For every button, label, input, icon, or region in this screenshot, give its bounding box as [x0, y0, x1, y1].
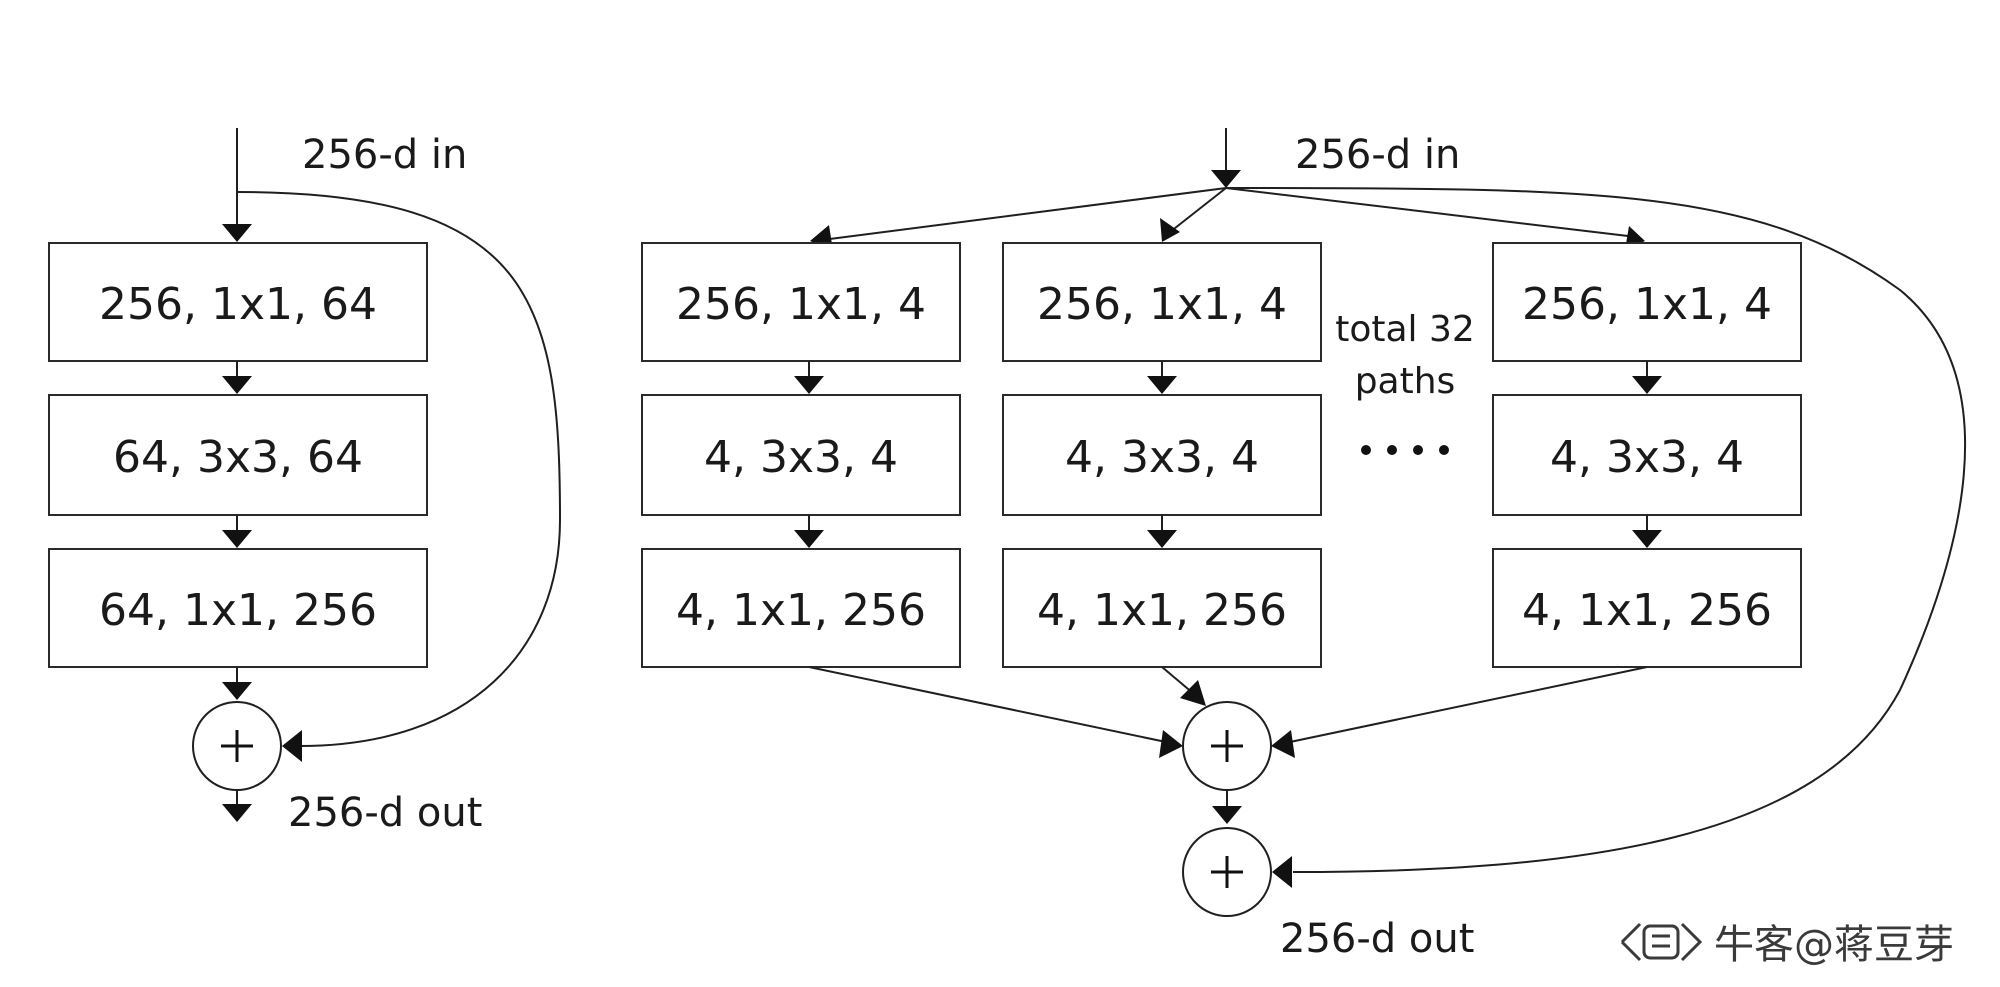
paths-note-line-1: total 32 [1335, 309, 1475, 350]
paths-note-line-2: paths [1355, 361, 1456, 402]
path-2: 256, 1x1, 4 4, 3x3, 4 4, 1x1, 256 [1002, 242, 1322, 706]
path-2-layer-1-label: 256, 1x1, 4 [1037, 279, 1287, 330]
left-layer-3-label: 64, 1x1, 256 [99, 585, 377, 636]
left-sum-node [192, 701, 282, 791]
left-shortcut-path [236, 191, 562, 747]
watermark-text: 牛客@蒋豆芽 [1714, 922, 1954, 968]
path-2-arrowhead-1-2 [1147, 376, 1177, 394]
left-output-arrowhead [222, 804, 252, 822]
fanout-line-path-2 [1169, 187, 1227, 233]
right-residual-sum-node [1182, 827, 1272, 917]
right-aggregate-sum-node [1182, 701, 1272, 791]
fanout-arrowhead-path-2 [1160, 218, 1180, 242]
path-3-layer-1-label: 256, 1x1, 4 [1522, 279, 1772, 330]
right-output-label: 256-d out [1280, 916, 1474, 962]
nowcoder-logo-icon [1620, 922, 1703, 962]
resnext-block: 256-d in 256, 1x1, 4 4, 3x3, 4 4, 1x1, 2… [641, 128, 1966, 962]
path-1-arrowhead-1-2 [794, 376, 824, 394]
left-layer-1-box [48, 242, 428, 362]
path-1-layer-1-box [641, 242, 961, 362]
fanout-line-path-1 [821, 187, 1227, 241]
right-sum-to-sum-arrowhead [1212, 806, 1242, 824]
path-2-layer-2-label: 4, 3x3, 4 [1065, 432, 1259, 483]
path-1-layer-3-box [641, 548, 961, 668]
left-shortcut-arrowhead [282, 730, 302, 762]
path-1-merge-line [808, 666, 1167, 743]
path-1-layer-2-label: 4, 3x3, 4 [704, 432, 898, 483]
path-3-layer-3-label: 4, 1x1, 256 [1522, 585, 1772, 636]
path-3-merge-arrowhead [1271, 730, 1295, 758]
left-layer-2-box [48, 394, 428, 516]
path-1-merge-arrowhead [1159, 730, 1183, 758]
resnet-block: 256-d in 256, 1x1, 64 64, 3x3, 64 64, 1x… [48, 128, 562, 836]
left-arrowhead-3-sum [222, 682, 252, 700]
left-arrowhead-2-3 [222, 530, 252, 548]
path-3-layer-1-box [1492, 242, 1802, 362]
path-2-layer-2-box [1002, 394, 1322, 516]
path-3-arrowhead-2-3 [1632, 530, 1662, 548]
path-2-layer-3-label: 4, 1x1, 256 [1037, 585, 1287, 636]
right-input-label: 256-d in [1295, 132, 1460, 178]
watermark: 牛客@蒋豆芽 [1620, 922, 1954, 968]
right-shortcut-arrowhead [1272, 856, 1292, 888]
path-3-layer-3-box [1492, 548, 1802, 668]
left-input-arrowhead [222, 224, 252, 242]
path-1-layer-1-label: 256, 1x1, 4 [676, 279, 926, 330]
left-output-label: 256-d out [288, 790, 482, 836]
path-2-merge-arrowhead [1180, 680, 1206, 706]
ellipsis-dots [1361, 445, 1449, 455]
left-input-label: 256-d in [302, 132, 467, 178]
right-shortcut-path [1225, 187, 1966, 873]
left-layer-2-label: 64, 3x3, 64 [113, 432, 363, 483]
path-3-merge-line [1289, 666, 1648, 743]
path-1-layer-2-box [641, 394, 961, 516]
left-layer-1-label: 256, 1x1, 64 [99, 279, 377, 330]
right-input-arrowhead [1211, 170, 1241, 188]
path-1-layer-3-label: 4, 1x1, 256 [676, 585, 926, 636]
path-1-arrowhead-2-3 [794, 530, 824, 548]
path-3-layer-2-label: 4, 3x3, 4 [1550, 432, 1744, 483]
path-1: 256, 1x1, 4 4, 3x3, 4 4, 1x1, 256 [641, 242, 1183, 758]
path-3-arrowhead-1-2 [1632, 376, 1662, 394]
path-2-layer-3-box [1002, 548, 1322, 668]
left-arrowhead-1-2 [222, 376, 252, 394]
left-layer-3-box [48, 548, 428, 668]
path-2-layer-1-box [1002, 242, 1322, 362]
path-3: 256, 1x1, 4 4, 3x3, 4 4, 1x1, 256 [1271, 242, 1802, 758]
fanout-line-path-3 [1225, 187, 1629, 237]
path-2-arrowhead-2-3 [1147, 530, 1177, 548]
